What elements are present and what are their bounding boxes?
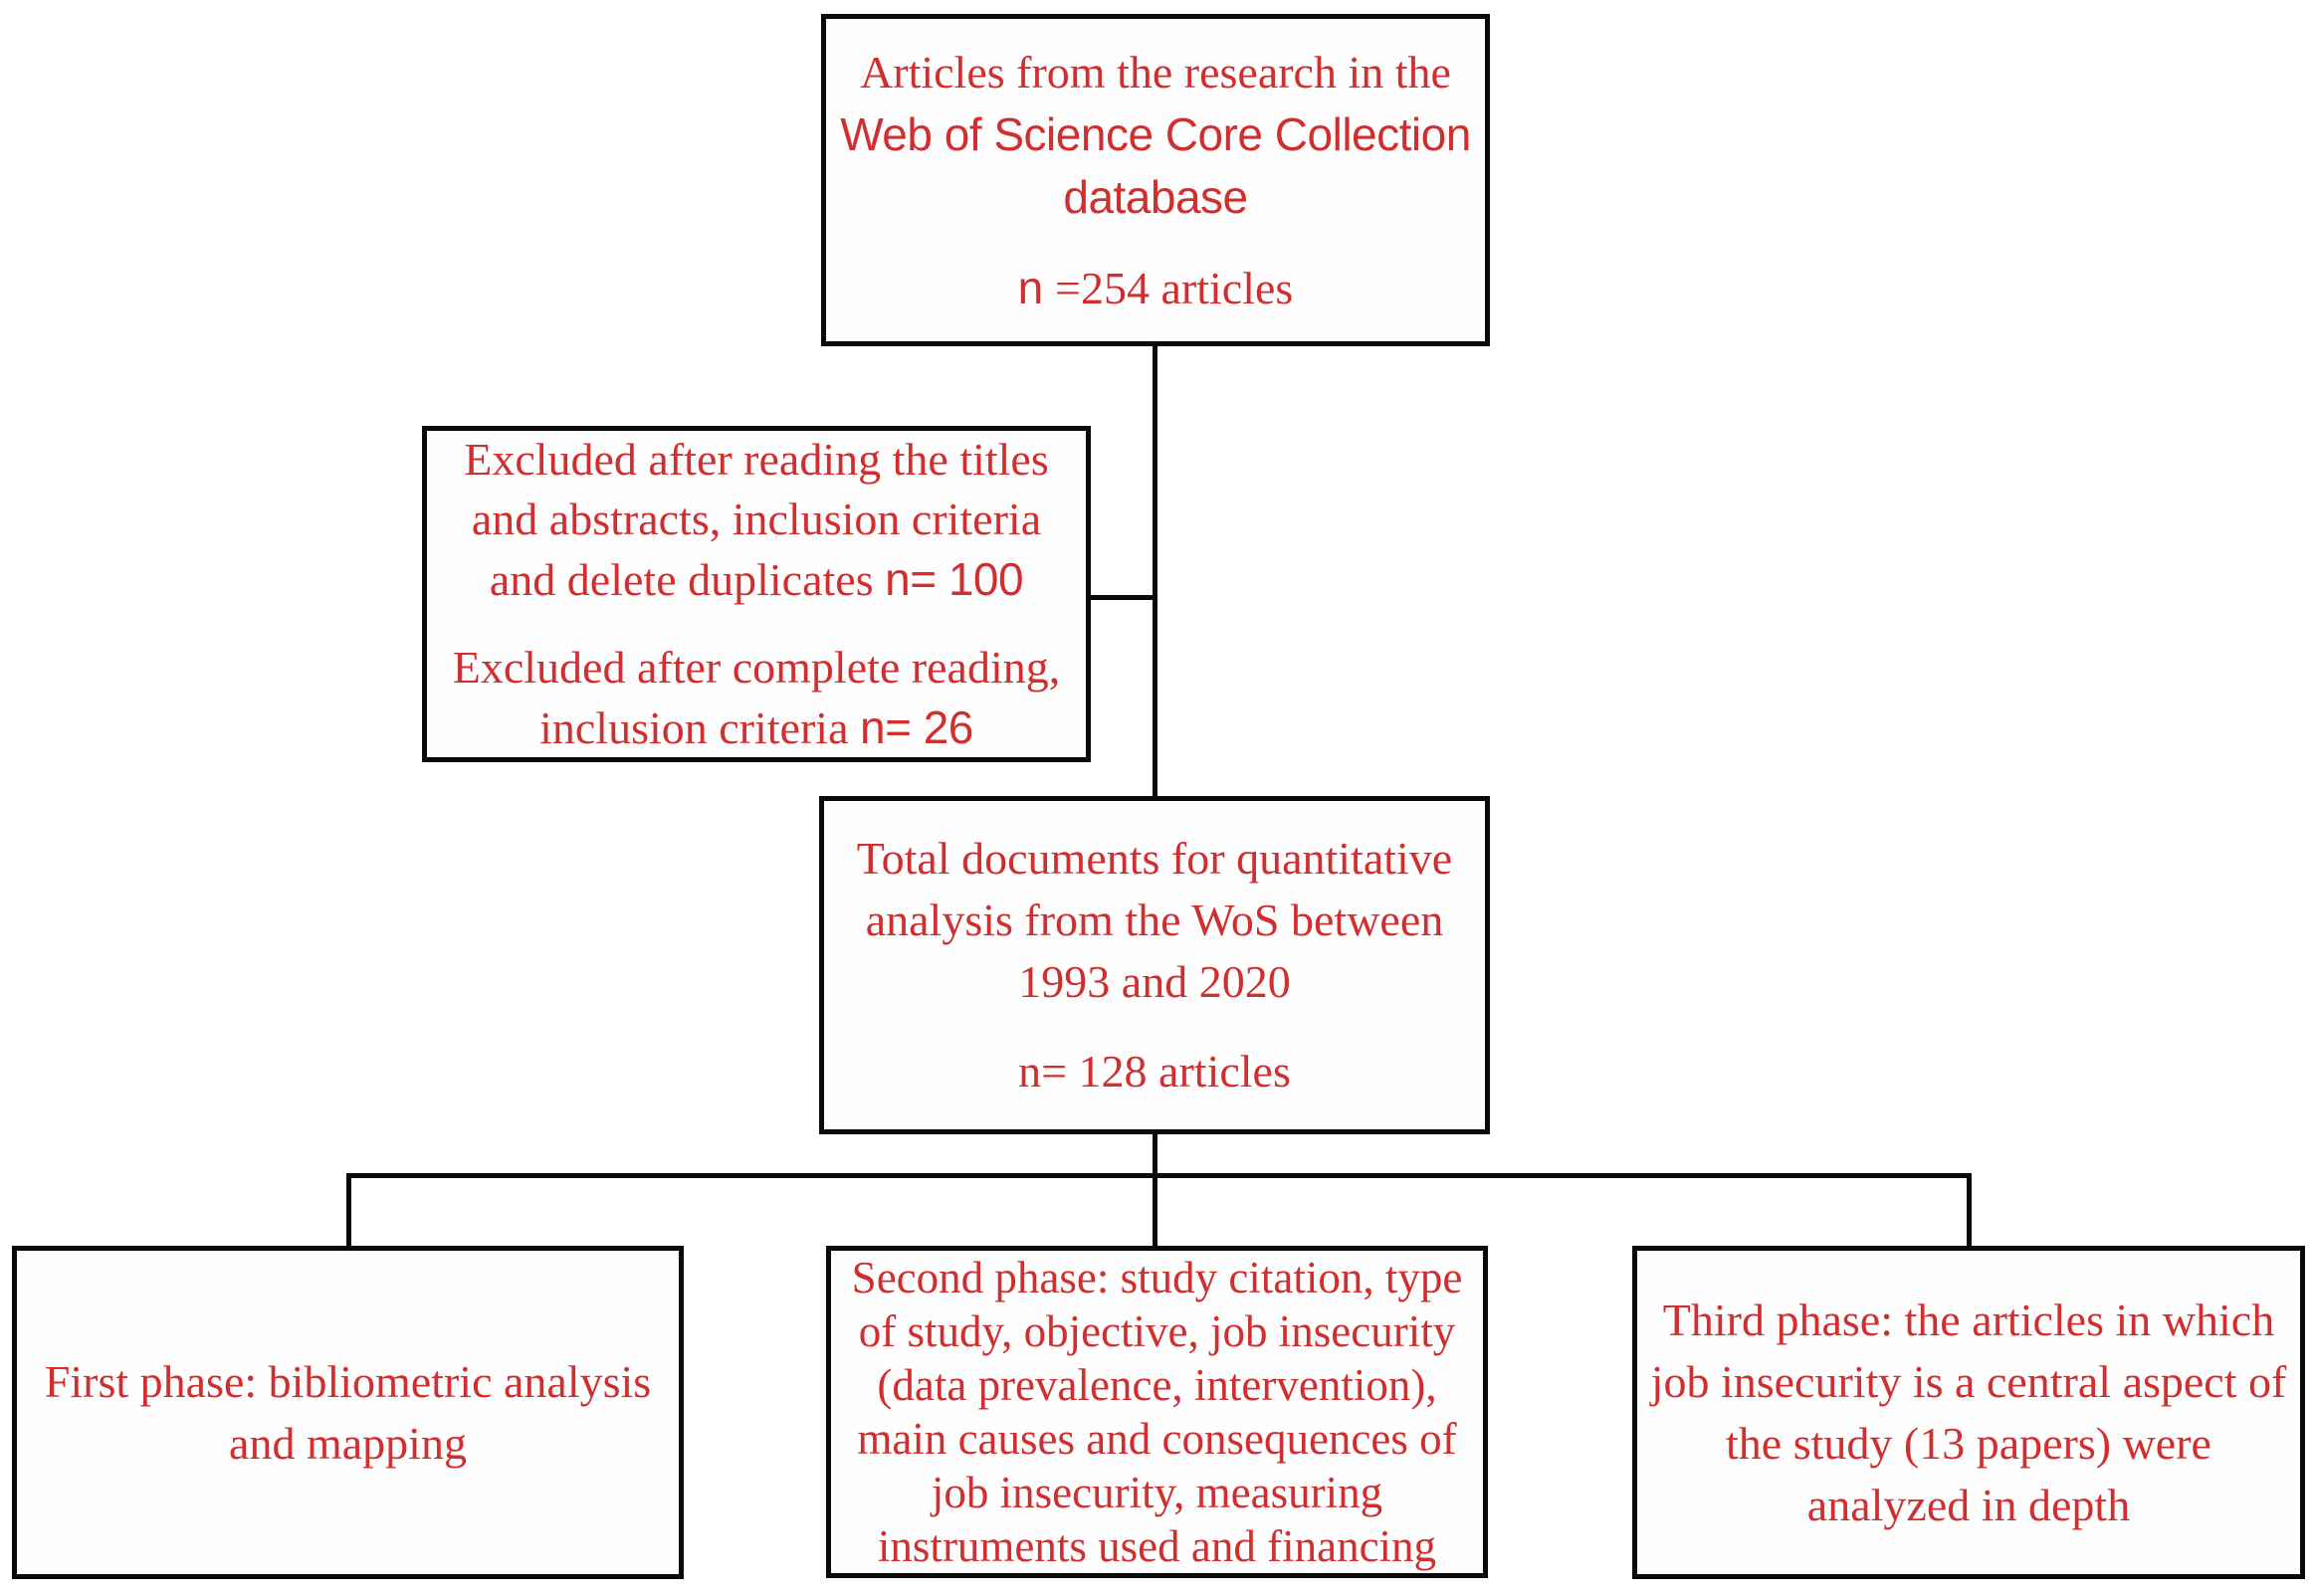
flow-box-text-line: and delete duplicates n= 100 (489, 549, 1024, 610)
connector-excluded-join-horizontal (1088, 595, 1156, 600)
flow-box-text-line: n =254 articles (1018, 257, 1294, 319)
connector-drop-second-phase (1153, 1173, 1157, 1246)
flow-box-text-line: Articles from the research in the (860, 42, 1451, 103)
text-segment: n= 100 (885, 553, 1024, 605)
text-segment: (data prevalence, intervention), (877, 1360, 1437, 1410)
flow-box-text-line: Excluded after reading the titles (464, 430, 1049, 490)
text-segment: Excluded after complete reading, (452, 642, 1061, 693)
flow-box-text-line: Second phase: study citation, type (852, 1251, 1463, 1304)
text-segment: database (1063, 170, 1248, 223)
text-segment: job insecurity is a central aspect of (1650, 1355, 2287, 1407)
text-segment: n= 128 articles (1018, 1046, 1291, 1097)
flow-box-text-line: database (1063, 166, 1248, 229)
flow-box-excluded-records: Excluded after reading the titles and abs… (422, 426, 1091, 762)
flow-box-text-line: inclusion criteria n= 26 (539, 698, 973, 758)
flow-box-text-line: Total documents for quantitative (857, 828, 1452, 890)
text-segment: of study, objective, job insecurity (858, 1306, 1456, 1356)
text-segment: analysis from the WoS between (865, 895, 1444, 945)
flow-box-text-line: Excluded after complete reading, (453, 638, 1061, 698)
connector-drop-third-phase (1967, 1173, 1972, 1246)
flow-box-text-line: (data prevalence, intervention), (877, 1358, 1436, 1412)
text-segment: and abstracts, inclusion criteria (471, 494, 1042, 544)
flow-box-text-line: n= 128 articles (1018, 1041, 1291, 1102)
text-segment: job insecurity, measuring (931, 1468, 1383, 1517)
flow-box-total-documents: Total documents for quantitative analysis… (819, 796, 1490, 1134)
text-segment: n= 26 (859, 701, 973, 753)
flow-box-text-line: First phase: bibliometric analysis (45, 1351, 651, 1413)
text-segment: n (1017, 261, 1056, 313)
flow-box-text-line: analysis from the WoS between (866, 890, 1444, 951)
flow-box-text-line: and abstracts, inclusion criteria (472, 490, 1041, 549)
text-segment: =254 articles (1055, 262, 1294, 313)
text-segment: 1993 and 2020 (1018, 956, 1291, 1007)
flow-box-text-line: Web of Science Core Collection (840, 103, 1471, 166)
text-segment: Second phase: study citation, type (851, 1253, 1463, 1302)
text-segment: and delete duplicates (489, 554, 886, 605)
flow-box-text-line: job insecurity is a central aspect of (1651, 1351, 2287, 1413)
flow-box-third-phase: Third phase: the articles in which job in… (1632, 1246, 2305, 1579)
flow-box-first-phase: First phase: bibliometric analysis and ma… (12, 1246, 684, 1579)
text-segment: inclusion criteria (539, 702, 860, 753)
text-segment: Total documents for quantitative (856, 833, 1453, 884)
text-segment: First phase: bibliometric analysis (44, 1355, 652, 1407)
flow-box-text-line: job insecurity, measuring (932, 1466, 1382, 1519)
connector-source-to-total-vertical (1153, 346, 1157, 796)
text-segment: main causes and consequences of (857, 1414, 1457, 1464)
text-segment: Web of Science Core Collection (840, 107, 1471, 160)
text-segment: analyzed in depth (1806, 1479, 2131, 1530)
flow-box-text-line: instruments used and financing (878, 1519, 1436, 1573)
text-segment: the study (13 papers) were (1726, 1417, 2211, 1469)
flow-box-text-line: 1993 and 2020 (1018, 951, 1290, 1013)
text-segment: Articles from the research in the (860, 46, 1451, 98)
flow-box-text-line: analyzed in depth (1807, 1475, 2130, 1536)
text-segment: Third phase: the articles in which (1662, 1294, 2275, 1345)
flow-box-text-line: and mapping (229, 1413, 467, 1475)
text-segment: Excluded after reading the titles (464, 434, 1049, 485)
text-segment: instruments used and financing (877, 1521, 1437, 1571)
flow-box-text-line: Third phase: the articles in which (1663, 1290, 2274, 1351)
connector-total-to-rail-vertical (1153, 1134, 1157, 1178)
connector-branch-rail-horizontal (346, 1173, 1972, 1178)
flow-box-text-line: main causes and consequences of (857, 1412, 1456, 1466)
connector-drop-first-phase (346, 1173, 351, 1246)
flow-box-text-line: the study (13 papers) were (1726, 1413, 2211, 1475)
text-segment: and mapping (229, 1417, 467, 1469)
flow-box-text-line: of study, objective, job insecurity (859, 1304, 1455, 1358)
